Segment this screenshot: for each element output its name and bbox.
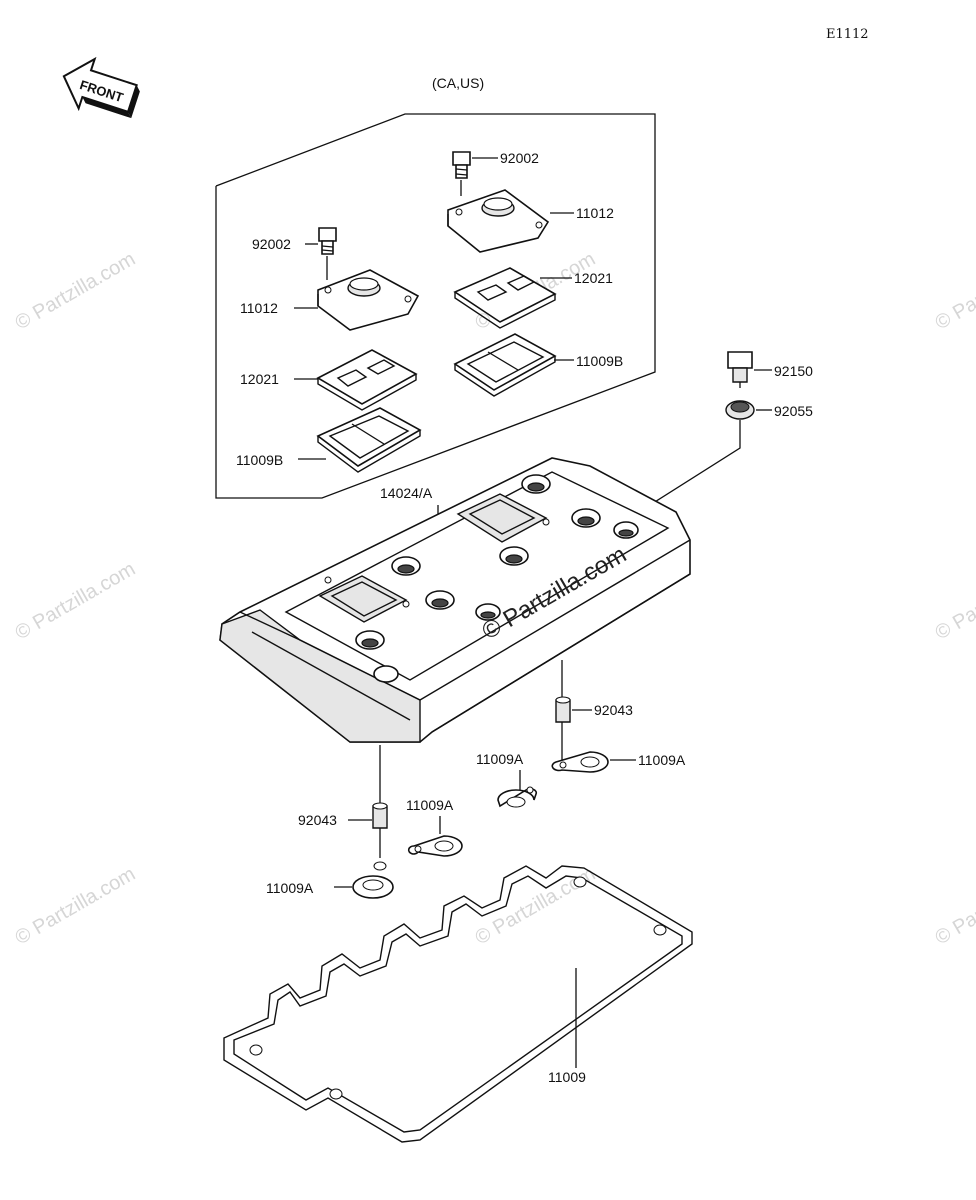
- watermark-text: © Partzilla.com: [472, 863, 600, 949]
- dowel-pin-icon: [372, 802, 388, 829]
- dowel-pin-icon: [555, 696, 571, 723]
- head-cover-icon: [219, 457, 691, 743]
- watermark-text: © Partzilla.com: [932, 248, 976, 334]
- callout-11009a: 11009A: [266, 880, 314, 896]
- bolt-icon: [452, 151, 471, 196]
- callout-92043: 92043: [594, 702, 633, 718]
- callout-92150: 92150: [774, 363, 813, 379]
- watermark-text: © Partzilla.com: [12, 248, 140, 334]
- seal-gasket-icon: [316, 407, 422, 473]
- plate-gasket-icon: [316, 349, 418, 411]
- watermark-text: © Partzilla.com: [932, 558, 976, 644]
- grommet-washer-icon: [407, 835, 463, 857]
- plate-gasket-icon: [453, 267, 557, 329]
- grommet-washer-icon: [551, 751, 609, 773]
- callout-11009a: 11009A: [476, 751, 524, 767]
- watermark-text: © Partzilla.com: [12, 558, 140, 644]
- grommet-washer-icon: [497, 786, 538, 808]
- callout-11012: 11012: [576, 205, 614, 221]
- callout-12021: 12021: [240, 371, 279, 387]
- callout-92043: 92043: [298, 812, 337, 828]
- callout-14024a: 14024/A: [380, 485, 433, 501]
- callout-92002: 92002: [252, 236, 291, 252]
- breather-cover-icon: [447, 189, 550, 253]
- region-label: (CA,US): [432, 75, 484, 91]
- callout-11009a: 11009A: [406, 797, 454, 813]
- head-cover-gasket-icon: [223, 865, 693, 1143]
- cap-bolt-icon: [727, 351, 753, 388]
- callout-11009b: 11009B: [236, 452, 283, 468]
- callout-92055: 92055: [774, 403, 813, 419]
- grommet-washer-icon: [352, 861, 394, 899]
- callout-12021: 12021: [574, 270, 613, 286]
- breather-cover-icon: [317, 269, 420, 331]
- front-arrow-icon: FRONT: [62, 56, 140, 119]
- callout-92002: 92002: [500, 150, 539, 166]
- watermark-text: © Partzilla.com: [932, 863, 976, 949]
- inset-frame: [215, 113, 656, 499]
- bolt-icon: [318, 227, 337, 280]
- cap-washer-icon: [725, 400, 755, 420]
- diagram-code: E1112: [826, 27, 869, 42]
- callout-11009: 11009: [548, 1069, 586, 1085]
- watermark-text: © Partzilla.com: [12, 863, 140, 949]
- callout-11009a: 11009A: [638, 752, 686, 768]
- seal-gasket-icon: [453, 333, 557, 397]
- callout-11012: 11012: [240, 300, 278, 316]
- callout-11009b: 11009B: [576, 353, 623, 369]
